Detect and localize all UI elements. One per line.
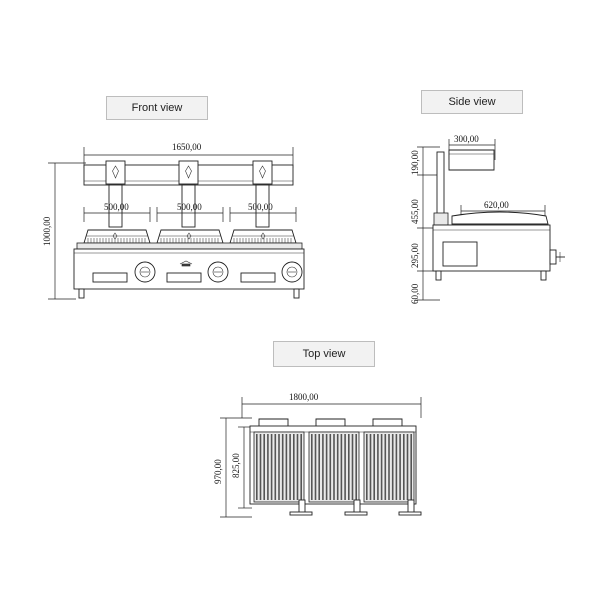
top-depth-total-value: 970,00 bbox=[213, 459, 223, 484]
grate-bar bbox=[259, 434, 262, 500]
grate-bar bbox=[366, 434, 368, 500]
side-h-legs-value: 60,00 bbox=[410, 283, 420, 304]
side-h-top-value: 190,00 bbox=[410, 150, 420, 175]
leg-left bbox=[78, 288, 85, 299]
drawer-right bbox=[240, 272, 276, 283]
grate-bar bbox=[373, 434, 375, 500]
hood-depth-value: 300,00 bbox=[454, 134, 479, 144]
grate-bar bbox=[344, 434, 346, 500]
grate-bar bbox=[403, 434, 405, 500]
grate-bar bbox=[355, 434, 357, 500]
front-width-dimension: 1650,00 bbox=[83, 142, 294, 168]
top-width-dimension: 1800,00 bbox=[241, 392, 422, 418]
top-view-label: Top view bbox=[273, 341, 375, 367]
control-knob-1 bbox=[134, 261, 156, 283]
side-h-mid-value: 455,00 bbox=[410, 199, 420, 224]
hood-unit-right bbox=[252, 160, 273, 185]
front-view: 1650,00 1000,00 bbox=[42, 142, 305, 300]
cooking-surface bbox=[76, 242, 303, 250]
grate-bar bbox=[296, 434, 299, 500]
grate-bar bbox=[256, 434, 258, 500]
grate-bar bbox=[263, 434, 265, 500]
grate-bar bbox=[384, 434, 387, 500]
grate-bar bbox=[300, 434, 302, 500]
hood-unit-left bbox=[105, 160, 126, 185]
section-a-value: 500,00 bbox=[104, 202, 129, 212]
grate-bar bbox=[329, 434, 332, 500]
drawer-left bbox=[92, 272, 128, 283]
grate-bar bbox=[325, 434, 328, 500]
side-knob bbox=[549, 249, 565, 265]
leg-right bbox=[293, 288, 300, 299]
top-view: 1800,00 970,00 825,00 bbox=[213, 392, 422, 518]
grate-bar bbox=[380, 434, 383, 500]
grate-bar bbox=[348, 434, 350, 500]
top-width-value: 1800,00 bbox=[289, 392, 319, 402]
grate-bar bbox=[410, 434, 412, 500]
section-dimension-left: 500,00 bbox=[83, 202, 151, 222]
grate-bar bbox=[388, 434, 390, 500]
grate-bar bbox=[351, 434, 354, 500]
grill-depth-value: 620,00 bbox=[484, 200, 509, 210]
grate-bar bbox=[377, 434, 379, 500]
grate-bar bbox=[336, 434, 339, 500]
grate-bar bbox=[311, 434, 313, 500]
grate-bar bbox=[267, 434, 269, 500]
side-hood bbox=[448, 149, 495, 171]
section-dimension-center: 500,00 bbox=[156, 202, 224, 222]
grate-bar bbox=[322, 434, 324, 500]
side-view-label: Side view bbox=[421, 90, 523, 114]
brand-logo bbox=[179, 260, 193, 267]
grate-bar bbox=[293, 434, 295, 500]
section-b-value: 500,00 bbox=[177, 202, 202, 212]
grate-bar bbox=[285, 434, 288, 500]
control-knob-3 bbox=[281, 261, 303, 283]
grate-bar bbox=[314, 434, 317, 500]
grate-bar bbox=[369, 434, 372, 500]
top-depth-inner-value: 825,00 bbox=[231, 453, 241, 478]
front-width-value: 1650,00 bbox=[172, 142, 202, 152]
grate-bar bbox=[270, 434, 273, 500]
front-height-value: 1000,00 bbox=[42, 216, 52, 246]
hood-unit-center bbox=[178, 160, 199, 185]
grate-bar bbox=[289, 434, 291, 500]
grate-bar bbox=[318, 434, 320, 500]
grate-bar bbox=[395, 434, 398, 500]
section-c-value: 500,00 bbox=[248, 202, 273, 212]
grate-bar bbox=[406, 434, 409, 500]
top-depth-dimension: 970,00 825,00 bbox=[213, 417, 252, 518]
side-grill-lid bbox=[451, 211, 549, 225]
grill-body bbox=[73, 248, 305, 290]
grate-bar bbox=[278, 434, 280, 500]
front-height-dimension: 1000,00 bbox=[42, 162, 86, 300]
control-knob-2 bbox=[207, 261, 229, 283]
side-h-base-value: 295,00 bbox=[410, 243, 420, 268]
grate-bar bbox=[391, 434, 394, 500]
side-view: 300,00 620,00 190,00 455,00 295,00 60,00 bbox=[410, 134, 565, 304]
grate-bar bbox=[333, 434, 335, 500]
front-view-label: Front view bbox=[106, 96, 208, 120]
side-height-dimensions: 190,00 455,00 295,00 60,00 bbox=[410, 146, 440, 304]
section-dimension-right: 500,00 bbox=[229, 202, 297, 222]
drawer-center bbox=[166, 272, 202, 283]
grate-bar bbox=[399, 434, 401, 500]
grate-bar bbox=[274, 434, 277, 500]
grate-bar bbox=[281, 434, 284, 500]
grate-bar bbox=[340, 434, 343, 500]
grate-bars bbox=[256, 434, 412, 500]
grill-section-right bbox=[229, 229, 297, 244]
